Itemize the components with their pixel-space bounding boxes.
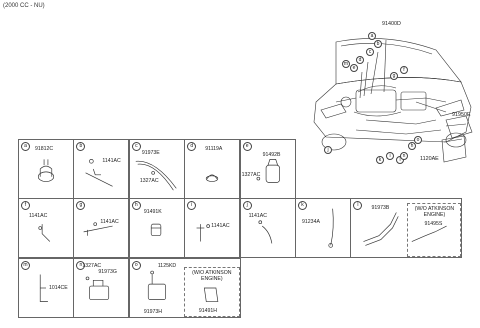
callout-k: k <box>376 156 384 164</box>
part-label: 91491H <box>198 307 217 314</box>
cell-a: a 91812C <box>18 139 74 199</box>
part-label: 91492B <box>262 152 281 158</box>
bracket-clip-icon <box>38 224 51 243</box>
cell-f: f 1141AC <box>18 198 74 259</box>
part-label: 1327AC <box>139 178 159 184</box>
callout-c: c <box>366 48 374 56</box>
parts-row-3: m 1014CE n 1327AC 91973G o 1125KD 91973H… <box>18 257 468 318</box>
cell-letter: g <box>76 201 86 211</box>
cell-letter: m <box>21 260 30 270</box>
part-label: 91812C <box>35 146 54 152</box>
cell-letter: e <box>242 142 252 151</box>
part-label: 1141AC <box>102 158 121 164</box>
part-label: 91234A <box>302 219 320 226</box>
part-label: 91495S <box>424 221 443 228</box>
clamp-icon <box>83 222 114 237</box>
harness-protector-icon <box>135 160 177 191</box>
part-label: 1327AC <box>241 172 261 178</box>
cell-letter: i <box>187 201 197 211</box>
callout-h: h <box>408 142 416 150</box>
cell-letter: b <box>76 142 86 151</box>
cell-letter: f <box>21 201 30 211</box>
part-label: 91973G <box>98 268 117 275</box>
wire-lead-icon <box>328 209 334 249</box>
cell-j: j 1141AC <box>239 198 296 259</box>
callout-b: b <box>374 40 382 48</box>
part-label: 91119A <box>205 146 223 152</box>
part-label: 91973E <box>141 150 160 156</box>
harness-protector-icon <box>363 212 448 247</box>
cable-icon <box>258 220 272 244</box>
part-label: 1327AC <box>82 262 102 269</box>
cell-m: m 1014CE <box>18 257 74 318</box>
callout-i: i <box>386 152 394 160</box>
part-label: 91491K <box>143 209 162 216</box>
callout-j: j <box>324 146 332 154</box>
callout-d: d <box>356 56 364 64</box>
part-label: 91973B <box>371 205 390 212</box>
connector-icon <box>150 224 162 237</box>
cell-letter: k <box>298 201 308 211</box>
cell-h: h 91491K <box>128 198 185 259</box>
part-label: 1141AC <box>211 223 230 230</box>
harness-bracket-icon <box>147 270 219 302</box>
bracket-icon <box>39 274 48 302</box>
plug-cap-icon <box>206 174 219 182</box>
harness-cover-icon <box>86 276 110 300</box>
callout-o: o <box>414 136 422 144</box>
callout-g: g <box>390 72 398 80</box>
harness-label: 91400D <box>382 21 401 27</box>
cell-letter: j <box>242 201 252 211</box>
callout-m: m <box>342 60 350 68</box>
engine-bay-drawing <box>313 38 473 163</box>
cell-e: e 91492B 1327AC <box>239 139 296 199</box>
bracket-icon <box>196 224 211 242</box>
module-label: 91950E <box>452 112 471 118</box>
engine-bay-overview: 91400D 91950E 1120AE a b c d e f g h i j… <box>296 12 480 180</box>
parts-row-2: f 1141AC g 1141AC h 91491K i 1141AC j 11… <box>18 198 468 259</box>
relay-box-icon <box>256 159 280 183</box>
cell-letter: h <box>131 201 141 211</box>
part-label: 1125KD <box>157 262 177 269</box>
part-label: 91973H <box>143 308 162 315</box>
grommet-icon <box>37 159 55 182</box>
cell-letter: a <box>21 142 30 151</box>
parts-row-1: a 91812C b 1141AC c 91973E 1327AC d 9111… <box>18 139 468 199</box>
bolt-label: 1120AE <box>420 156 439 162</box>
callout-n: n <box>400 152 408 160</box>
cell-letter: l <box>353 201 363 211</box>
clip-bracket-icon <box>85 159 114 187</box>
cell-letter: n <box>76 260 86 270</box>
part-label: 1141AC <box>100 219 119 226</box>
part-label: 1014CE <box>49 284 68 291</box>
page-header: (2000 CC - NU) <box>3 3 45 9</box>
part-label: 1141AC <box>248 213 267 220</box>
callout-e: e <box>350 64 358 72</box>
cell-n: n 1327AC 91973G <box>73 257 130 318</box>
parts-grid: a 91812C b 1141AC c 91973E 1327AC d 9111… <box>18 139 468 318</box>
callout-a: a <box>368 32 376 40</box>
callout-f: f <box>400 66 408 74</box>
cell-letter: o <box>131 260 141 270</box>
cell-letter: d <box>187 142 197 151</box>
cell-g: g 1141AC <box>73 198 130 259</box>
cell-k: k 91234A <box>295 198 352 259</box>
cell-d: d 91119A <box>184 139 241 199</box>
cell-i: i 1141AC <box>184 198 241 259</box>
cell-c: c 91973E 1327AC <box>128 139 185 199</box>
cell-b: b 1141AC <box>73 139 130 199</box>
cell-letter: c <box>131 142 141 151</box>
part-label: 1141AC <box>29 213 48 220</box>
